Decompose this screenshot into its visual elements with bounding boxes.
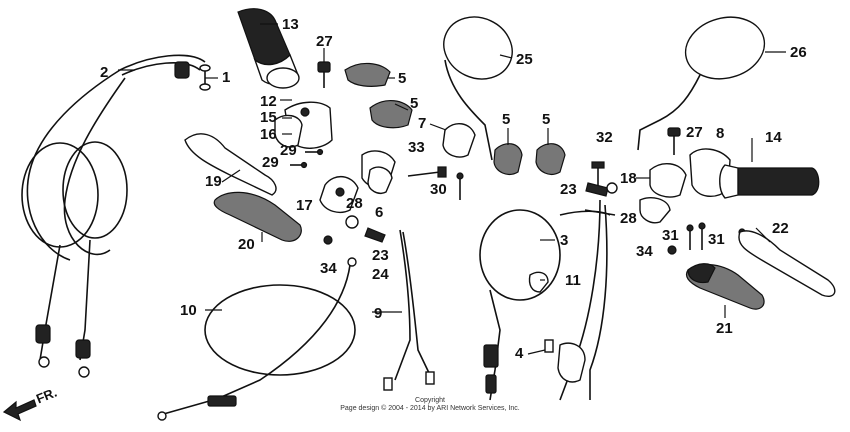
switch-bracket-6 xyxy=(361,150,396,194)
switch-part-18 xyxy=(639,163,687,224)
bolt-part-31 xyxy=(686,222,746,250)
callout-11: 11 xyxy=(565,272,581,289)
callout-12: 12 xyxy=(260,93,277,110)
callout-26: 26 xyxy=(790,44,807,61)
bolt-part-27-upper xyxy=(317,61,331,88)
cable-adjuster-left xyxy=(364,227,386,243)
lever-cover-21 xyxy=(685,263,765,310)
callout-7: 7 xyxy=(418,115,426,132)
callout-1: 1 xyxy=(222,69,230,86)
callout-31b: 31 xyxy=(708,231,725,248)
callout-33: 33 xyxy=(408,139,425,156)
callout-5c: 5 xyxy=(502,111,510,128)
callout-23b: 23 xyxy=(560,181,577,198)
clutch-cable xyxy=(157,257,357,421)
throttle-grip xyxy=(237,8,300,89)
brake-light-switch-7 xyxy=(442,123,476,158)
cable-adjuster-right xyxy=(584,182,618,216)
callout-34a: 34 xyxy=(320,260,337,277)
switch-clamp-5b xyxy=(369,100,413,129)
callout-29b: 29 xyxy=(262,154,279,171)
callout-27a: 27 xyxy=(316,33,333,50)
throttle-housing xyxy=(274,101,333,149)
copyright-line-1: Copyright xyxy=(415,397,445,404)
callout-25: 25 xyxy=(516,51,533,68)
callout-23a: 23 xyxy=(372,247,389,264)
callout-2: 2 xyxy=(100,64,108,81)
brake-lever-22 xyxy=(738,230,836,297)
callout-labels: 1 2 3 4 5 5 5 5 6 7 8 9 10 11 12 13 14 1… xyxy=(100,16,807,362)
callout-5a: 5 xyxy=(398,70,406,87)
callout-14: 14 xyxy=(765,129,782,146)
bolt-part-30 xyxy=(456,172,464,200)
callout-27b: 27 xyxy=(686,124,703,141)
clutch-perch xyxy=(319,176,359,213)
callout-15: 15 xyxy=(260,109,277,126)
copyright-line-2: Page design © 2004 - 2014 by ARI Network… xyxy=(340,405,520,412)
switch-wire-harness-9 xyxy=(383,229,435,391)
throttle-cable-assembly xyxy=(21,54,206,378)
copyright-notice: Copyright Page design © 2004 - 2014 by A… xyxy=(330,397,530,413)
mirror-right xyxy=(637,16,766,151)
cable-part-3 xyxy=(479,209,611,401)
callout-10: 10 xyxy=(180,302,197,319)
callout-16: 16 xyxy=(260,126,277,143)
callout-29a: 29 xyxy=(280,142,297,159)
nut-part-34-left xyxy=(323,235,333,245)
callout-6: 6 xyxy=(375,204,383,221)
callout-18: 18 xyxy=(620,170,637,187)
callout-19: 19 xyxy=(205,173,222,190)
callout-31a: 31 xyxy=(662,227,679,244)
callout-22: 22 xyxy=(772,220,789,237)
switch-clamp-5c xyxy=(493,143,523,175)
callout-32: 32 xyxy=(596,129,613,146)
clip-part-11 xyxy=(528,271,549,293)
mirror-left xyxy=(443,16,513,161)
callout-4: 4 xyxy=(515,345,524,362)
clutch-lever xyxy=(184,133,277,196)
switch-clamp-5d xyxy=(535,143,566,175)
nut-part-34-right xyxy=(667,245,677,255)
bolt-part xyxy=(199,64,211,91)
callout-3: 3 xyxy=(560,232,568,249)
switch-clamp-5a xyxy=(344,62,391,87)
callout-5b: 5 xyxy=(410,95,418,112)
leader-lines xyxy=(118,23,786,355)
direction-arrow-icon xyxy=(2,399,37,422)
callout-34b: 34 xyxy=(636,243,653,260)
callout-28a: 28 xyxy=(346,195,363,212)
direction-label: FR. xyxy=(33,384,59,407)
callout-28b: 28 xyxy=(620,210,637,227)
callout-20: 20 xyxy=(238,236,255,253)
callout-5d: 5 xyxy=(542,111,550,128)
callout-21: 21 xyxy=(716,320,733,337)
callout-13: 13 xyxy=(282,16,299,33)
clutch-lever-cover xyxy=(213,191,302,242)
callout-24: 24 xyxy=(372,266,389,283)
nut-part-28-left xyxy=(345,215,359,229)
bolt-part-33 xyxy=(407,166,447,178)
callout-30: 30 xyxy=(430,181,447,198)
screw-part-29 xyxy=(290,148,324,169)
bolt-part-27-lower xyxy=(667,127,681,155)
callout-8: 8 xyxy=(716,125,724,142)
handlebar-grip-14 xyxy=(719,164,820,199)
callout-9: 9 xyxy=(374,305,382,322)
switch-harness-4 xyxy=(544,199,608,401)
callout-17: 17 xyxy=(296,197,313,214)
